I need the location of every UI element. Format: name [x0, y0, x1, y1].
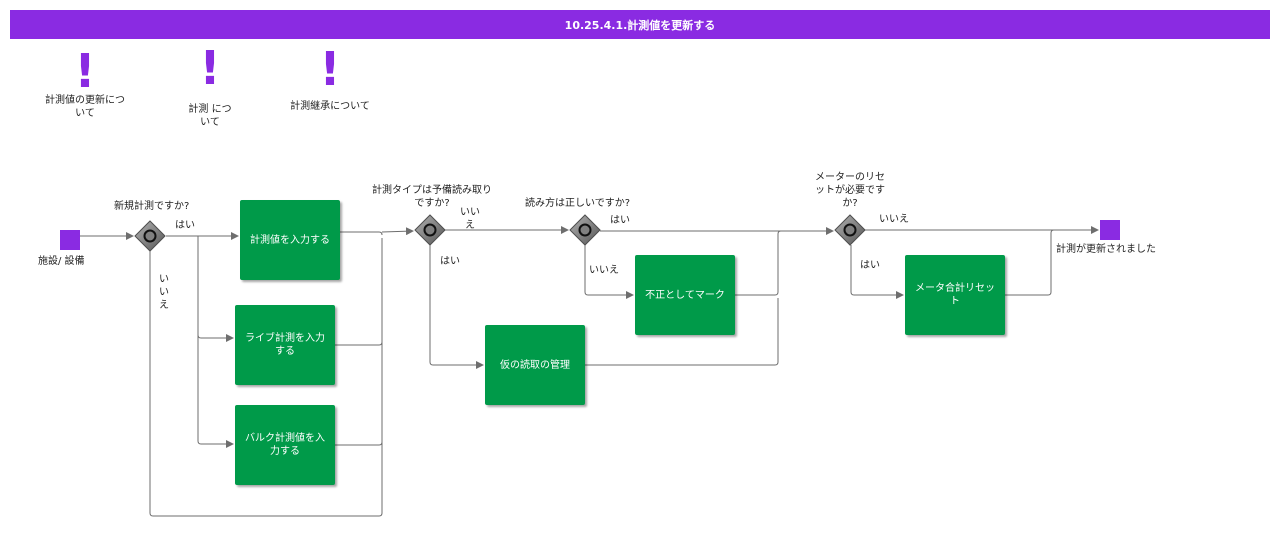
flow-live-merge [335, 341, 383, 346]
diagram-title: 10.25.4.1.計測値を更新する [564, 18, 716, 32]
flow-mark-to-merge [735, 230, 782, 296]
flow-label-g4-yes: はい [860, 260, 880, 271]
gateway-new-measurement-label: 新規計測ですか? [114, 201, 190, 212]
flow-g1-no [149, 238, 383, 517]
note-measurement-update[interactable]: ! 計測値の更新について [45, 48, 125, 120]
diagram-title-banner: 10.25.4.1.計測値を更新する [10, 10, 1270, 39]
exclamation-icon: ! [319, 42, 341, 96]
task-label: メータ合計リセット [915, 283, 995, 307]
exclamation-icon: ! [74, 44, 96, 98]
flow-g4-to-reset [850, 245, 904, 299]
exclamation-icon: ! [199, 41, 221, 95]
note-measurement-inheritance[interactable]: ! 計測継承について [290, 46, 370, 113]
flow-reset-to-end [1005, 229, 1055, 296]
task-enter-measurement[interactable]: 計測値を入力する [240, 200, 340, 280]
start-event[interactable] [60, 230, 80, 250]
task-manage-provisional-reading[interactable]: 仮の読取の管理 [485, 325, 585, 405]
task-enter-bulk-measurement[interactable]: バルク計測値を入力する [235, 405, 335, 485]
flow-g2-to-provisional [429, 245, 484, 369]
flow-label-g2-no: いいえ [460, 207, 480, 231]
task-mark-invalid[interactable]: 不正としてマーク [635, 255, 735, 335]
note-label: 計測値の更新について [45, 95, 125, 119]
end-event[interactable] [1100, 220, 1120, 240]
flow-g1-to-bulk [197, 335, 234, 448]
task-label: バルク計測値を入力する [245, 433, 325, 457]
note-measurement[interactable]: ! 計測 について [170, 45, 250, 129]
flow-label-g3-no: いいえ [589, 265, 619, 276]
task-enter-live-measurement[interactable]: ライブ計測を入力する [235, 305, 335, 385]
start-event-label: 施設/ 設備 [38, 256, 85, 267]
flow-enter-merge [340, 231, 383, 236]
task-reset-meter-total[interactable]: メータ合計リセット [905, 255, 1005, 335]
gateway-preliminary-reading-label: 計測タイプは予備読み取りですか? [372, 185, 492, 209]
gateway-reading-correct-label: 読み方は正しいですか? [525, 198, 631, 209]
task-label: 計測値を入力する [250, 234, 330, 246]
flow-g1-to-live [197, 236, 234, 342]
gateway-meter-reset-label: メーターのリセットが必要ですか? [815, 172, 885, 209]
note-label: 計測継承について [290, 101, 370, 112]
gateway-meter-reset[interactable] [834, 214, 866, 246]
flow-label-g1-yes: はい [175, 220, 195, 231]
flow-label-g1-no: いいえ [159, 274, 169, 311]
flow-provisional-to-merge [585, 298, 779, 366]
flow-bulk-merge [335, 441, 383, 446]
gateway-new-measurement[interactable] [134, 220, 166, 252]
flow-label-g2-yes: はい [440, 256, 460, 267]
flow-g3-to-mark [584, 245, 634, 299]
note-label: 計測 について [188, 104, 232, 128]
task-label: ライブ計測を入力する [245, 333, 325, 357]
gateway-reading-correct[interactable] [569, 214, 601, 246]
flow-label-g3-yes: はい [610, 215, 630, 226]
gateway-preliminary-reading[interactable] [414, 214, 446, 246]
task-label: 不正としてマーク [645, 289, 725, 301]
flow-merge-to-g2 [381, 227, 414, 236]
task-label: 仮の読取の管理 [500, 359, 570, 371]
flow-label-g4-no: いいえ [879, 214, 909, 225]
end-event-label: 計測が更新されました [1056, 244, 1156, 255]
